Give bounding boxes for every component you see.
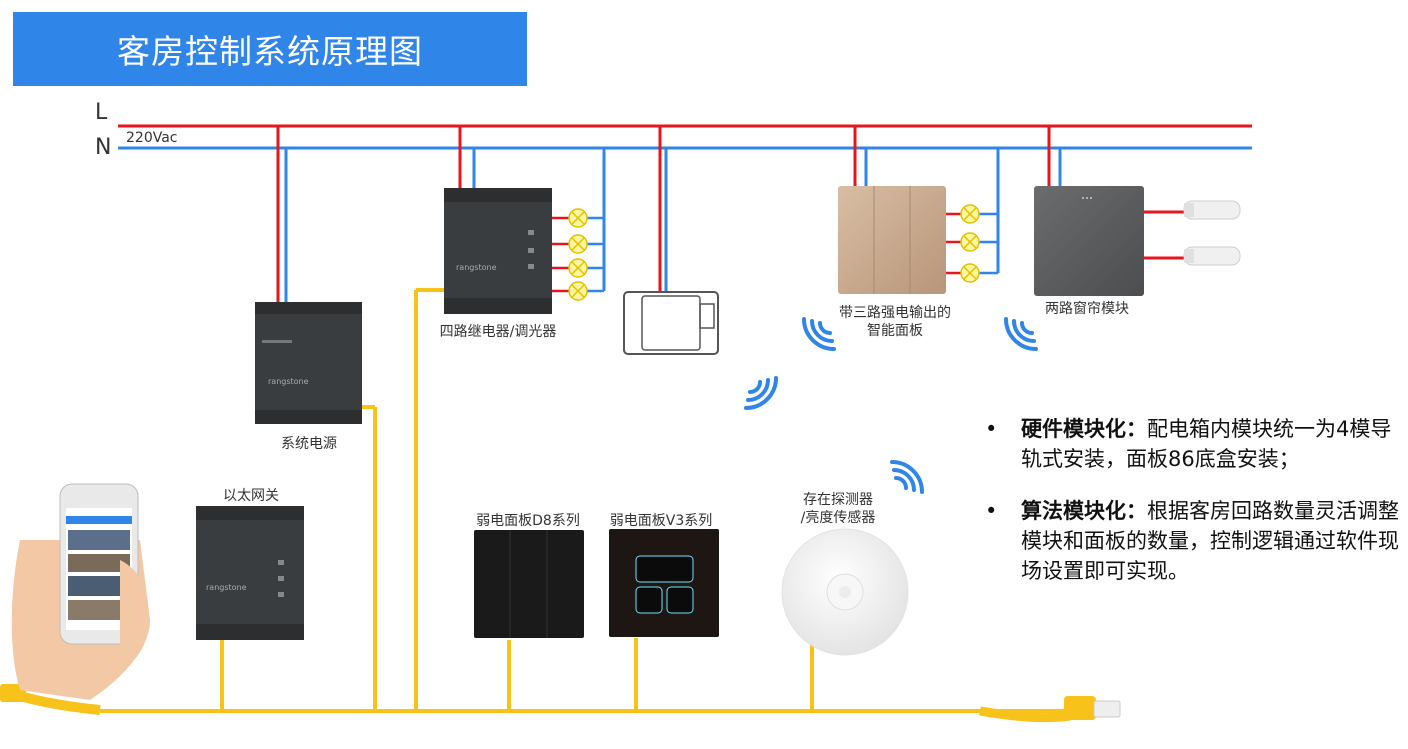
panel-v3-label: 弱电面板V3系列 [609, 513, 713, 529]
smart-panel-label-1: 带三路强电输出的 [839, 305, 951, 321]
ethernet-cable-right [979, 696, 1121, 723]
smart-panel-gold [838, 186, 946, 294]
lamp-icon [960, 204, 980, 224]
four-relay-module: rangstone [444, 188, 552, 314]
wireless-signal-icon [1004, 317, 1038, 351]
lamp-icon [960, 263, 980, 283]
panel-v3 [609, 529, 719, 637]
feature-body: 配电箱内模块统一为4模导轨式安装，面板86底盒安装； [1021, 417, 1392, 471]
sensor-label-1: 存在探测器 [803, 492, 873, 508]
curtain-motor-icon [1183, 246, 1241, 266]
feature-item: • 算法模块化：根据客房回路数量灵活调整模块和面板的数量，控制逻辑通过软件现场设… [985, 496, 1400, 586]
page-title: 客房控制系统原理图 [117, 32, 423, 71]
svg-text:rangstone: rangstone [206, 583, 247, 592]
system-power-module: rangstone [255, 302, 362, 424]
wireless-signal-icon [744, 376, 778, 410]
bullet-dot: • [985, 417, 998, 441]
feature-item: • 硬件模块化：配电箱内模块统一为4模导轨式安装，面板86底盒安装； [985, 414, 1400, 474]
wireless-relay [623, 291, 719, 355]
curtain-module [1034, 186, 1144, 296]
panel-d8-label: 弱电面板D8系列 [476, 513, 580, 529]
feature-list: • 硬件模块化：配电箱内模块统一为4模导轨式安装，面板86底盒安装； • 算法模… [985, 414, 1400, 608]
feature-head: 算法模块化： [1021, 499, 1147, 523]
four-relay-label: 四路继电器/调光器 [439, 324, 557, 340]
curtain-module-label: 两路窗帘模块 [1045, 301, 1129, 317]
presence-sensor [781, 528, 909, 656]
system-power-label: 系统电源 [281, 436, 337, 452]
voltage-label: 220Vac [126, 130, 178, 146]
svg-text:rangstone: rangstone [268, 377, 309, 386]
wireless-signal-icon [890, 460, 924, 494]
curtain-motor-icon [1183, 200, 1241, 220]
smart-panel-label-2: 智能面板 [867, 323, 923, 339]
title-bar: 客房控制系统原理图 [13, 12, 527, 86]
feature-body: 根据客房回路数量灵活调整模块和面板的数量，控制逻辑通过软件现场设置即可实现。 [1021, 499, 1399, 583]
lamp-icon [568, 258, 588, 278]
live-line-label: L [95, 100, 108, 125]
wireless-signal-icon [802, 317, 836, 351]
ethernet-gateway-module: rangstone [196, 506, 304, 640]
bus-lines [100, 288, 1080, 713]
phone-in-hand [11, 483, 150, 700]
lamp-icon [960, 232, 980, 252]
bullet-dot: • [985, 499, 998, 523]
lamp-icon [568, 281, 588, 301]
feature-head: 硬件模块化： [1021, 417, 1147, 441]
panel-d8 [474, 530, 584, 638]
neutral-line-label: N [95, 135, 112, 160]
svg-text:rangstone: rangstone [456, 263, 497, 272]
ethernet-gateway-label: 以太网关 [223, 488, 279, 504]
lamp-icon [568, 208, 588, 228]
ethernet-cable-left [0, 684, 101, 715]
sensor-label-2: /亮度传感器 [800, 510, 876, 526]
lamp-icon [568, 234, 588, 254]
